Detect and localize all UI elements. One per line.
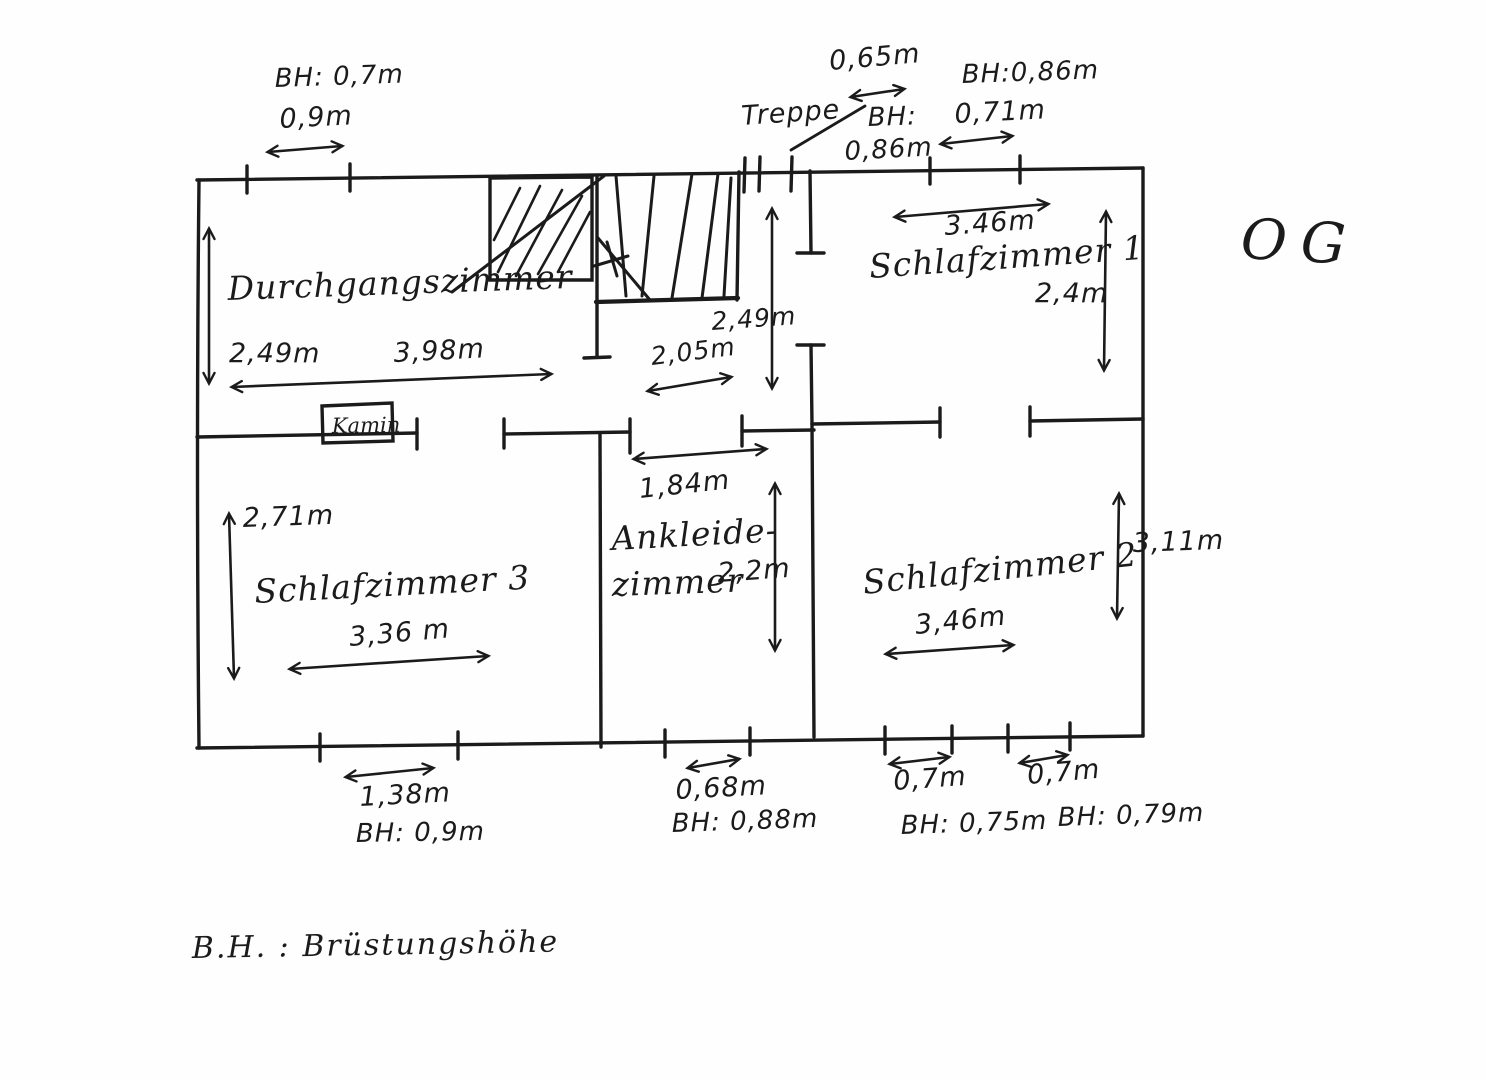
dim-schlafzimmer-1-width: 3.46m (943, 205, 1036, 242)
vertical-wall-ankleide-left (598, 432, 603, 749)
room-label-ankleidezimmer-line1: Ankleide- (607, 510, 778, 558)
wall-end-tick (582, 355, 612, 360)
legend-text: B.H. : Brüstungshöhe (191, 925, 560, 966)
dim-schlafzimmer-3-height: 2,71m (242, 500, 334, 534)
dim-bottom-window-3: 0,7m (892, 761, 967, 797)
room-label-ankleidezimmer-line2: zimmer (610, 560, 745, 604)
dim-top-window-1: 0,9m (279, 100, 354, 135)
kamin-box: Kamin (320, 401, 401, 445)
window-tick (789, 155, 794, 193)
mid-wall-left2 (502, 430, 632, 436)
stairwell-stub-lower (809, 343, 814, 426)
bh-label-top-window-3: BH:0,86m (961, 55, 1099, 90)
arrow-window-0-7b (1020, 755, 1067, 763)
arrow-window-0-7a (890, 757, 949, 764)
hatch-line (536, 194, 584, 276)
stair-direction-line (450, 174, 606, 294)
hatch-line (496, 184, 542, 274)
arrow-schlafzimmer2-width (886, 645, 1013, 654)
bottom-wall (195, 734, 1145, 750)
bh-label-top-window-2-line1: BH: (867, 101, 917, 133)
dim-durchgangszimmer-width: 3,98m (393, 333, 486, 369)
hatched-block (488, 175, 594, 282)
dim-bottom-window-4: 0,7m (1026, 754, 1102, 791)
stair-tread (670, 172, 694, 300)
vertical-wall-ankleide-right (810, 422, 816, 739)
dim-landing-depth: 2,49m (710, 301, 797, 336)
top-wall (195, 166, 1145, 182)
kamin-label: Kamin (331, 413, 401, 438)
arrow-window-0-65 (851, 89, 904, 97)
arrow-ankleide-door (634, 449, 766, 459)
dim-landing-width: 2,05m (649, 332, 737, 371)
stairwell-stub-upper (808, 169, 813, 255)
hatch-line (556, 210, 592, 274)
bh-label-bottom-window-1: BH: 0,9m (356, 817, 486, 849)
mid-wall-left (195, 431, 419, 439)
interior-walls (195, 169, 1145, 749)
window-tick (742, 156, 747, 194)
stair-direction-line (596, 236, 652, 302)
stair-tread (640, 174, 656, 298)
stairs-bottom-edge (593, 295, 741, 305)
stair-tread (614, 174, 628, 298)
arrow-durchgang-width (232, 374, 551, 387)
mid-wall-right2 (1028, 417, 1145, 423)
arrow-window-1-38 (346, 768, 433, 777)
dim-bottom-window-2: 0,68m (675, 770, 768, 806)
window-tick (757, 155, 762, 193)
left-wall (195, 178, 201, 750)
stair-cross-mark (605, 240, 619, 278)
dim-top-window-2: 0,65m (828, 38, 922, 77)
stair-tread (700, 172, 720, 300)
stair-tread (722, 176, 733, 298)
dimension-arrows (209, 89, 1119, 777)
window-ticks (245, 154, 1072, 763)
stair-cross-mark (592, 254, 630, 268)
room-label-durchgangszimmer: Durchgangszimmer (226, 257, 575, 308)
dim-schlafzimmer-2-height: 3,11m (1132, 525, 1224, 559)
bh-label-bottom-window-3: BH: 0,75m (900, 806, 1048, 841)
arrow-schlafzimmer3-width (290, 656, 488, 669)
mid-wall-right (810, 420, 942, 426)
stairs (450, 170, 741, 305)
dim-ankleide-door: 1,84m (637, 465, 731, 505)
bh-label-top-window-1: BH: 0,7m (274, 60, 404, 94)
arrow-window-0-68 (688, 759, 739, 768)
bh-label-bottom-window-2: BH: 0,88m (671, 804, 819, 839)
dim-schlafzimmer-3-width: 3,36 m (348, 613, 451, 653)
dim-schlafzimmer-1-height: 2,4m (1035, 278, 1108, 309)
dim-schlafzimmer-2-width: 3,46m (913, 601, 1007, 641)
arrow-schlafzimmer1-width (895, 204, 1048, 217)
hatch-line (492, 186, 522, 242)
arrow-window-0-71 (941, 136, 1012, 144)
hatch-outline (488, 175, 594, 282)
kamin-outline (320, 401, 395, 445)
treppe-leader-line (789, 104, 867, 152)
arrow-schlafzimmer2-height (1117, 494, 1119, 618)
arrow-schlafzimmer3-height (229, 514, 234, 678)
arrow-schlafzimmer1-height (1104, 212, 1106, 370)
dim-durchgangszimmer-height: 2,49m (229, 338, 320, 369)
stairs-right-edge (735, 170, 741, 302)
dim-top-window-3: 0,71m (954, 94, 1047, 130)
stairs-label: Treppe (740, 94, 841, 132)
bh-label-top-window-2-line2: 0,86m (844, 132, 934, 167)
dim-bottom-window-1: 1,38m (359, 777, 452, 813)
floor-tag: OG (1239, 207, 1361, 278)
arrow-landing-width (648, 377, 731, 391)
hatch-line (514, 188, 564, 278)
bh-label-bottom-window-4: BH: 0,79m (1057, 798, 1205, 833)
outer-walls (195, 166, 1145, 750)
dim-ankleide-height: 2,2m (716, 553, 791, 589)
arrow-window-0-9 (268, 146, 342, 152)
room-label-schlafzimmer-2: Schlafzimmer 2 (861, 534, 1140, 602)
room-label-schlafzimmer-3: Schlafzimmer 3 (253, 558, 531, 611)
mid-wall-center (740, 428, 816, 433)
